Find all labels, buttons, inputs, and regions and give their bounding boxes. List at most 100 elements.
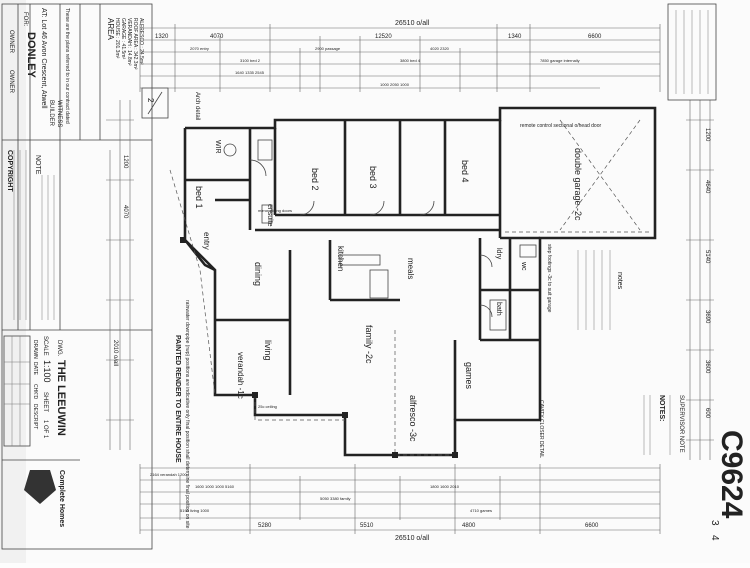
copyright-heading: COPYRIGHT bbox=[6, 150, 13, 192]
svg-text:5050 3380 family: 5050 3380 family bbox=[320, 496, 350, 501]
doors-and-fittings bbox=[223, 139, 537, 331]
area-heading: AREA bbox=[106, 18, 115, 40]
room-bed4: bed 4 bbox=[460, 160, 470, 183]
svg-text:2070 entry: 2070 entry bbox=[190, 46, 209, 51]
dwg-name: THE LEEUWIN bbox=[55, 360, 67, 436]
svg-text:1640 1335 2545: 1640 1335 2545 bbox=[235, 70, 265, 75]
cavity-closer-note: CAVITY CLOSER DETAIL bbox=[538, 400, 544, 458]
sheet-label: SHEET bbox=[42, 392, 48, 412]
supervisor-label: SUPERVISOR NOTE bbox=[678, 395, 684, 453]
bottom-dim-3: 4800 bbox=[462, 523, 476, 529]
right-notes-block: notes bbox=[577, 250, 623, 330]
notes-right-heading: notes bbox=[616, 272, 623, 290]
right-dim-4: 3690 bbox=[704, 310, 710, 324]
area-garage: GARAGE : 41.5m² bbox=[120, 18, 126, 59]
svg-text:2164 verandah 1200: 2164 verandah 1200 bbox=[150, 472, 187, 477]
builder-label: BUILDER bbox=[48, 100, 54, 127]
svg-text:1800 1600 2010: 1800 1600 2010 bbox=[430, 484, 460, 489]
revision-table bbox=[3, 335, 31, 447]
company-logo: Complete Homes bbox=[24, 470, 65, 527]
room-bed3: bed 3 bbox=[368, 166, 378, 189]
room-bed1: bed 1 bbox=[194, 186, 204, 209]
room-games: games bbox=[464, 362, 474, 390]
job-number-block: C9624 3 4 bbox=[709, 430, 748, 541]
room-wc: wc bbox=[520, 261, 527, 271]
title-block: OWNER OWNER FOR: DONLEY AT: Lot 46 Avon … bbox=[1, 3, 169, 550]
date-label: DATE bbox=[32, 362, 38, 376]
supervisor-notes: NOTES: SUPERVISOR NOTE bbox=[643, 395, 684, 455]
svg-text:2900 passage: 2900 passage bbox=[315, 46, 341, 51]
scale-value: 1:100 bbox=[42, 360, 52, 383]
room-living: living bbox=[263, 340, 273, 361]
room-verandah: verandah -1c bbox=[236, 352, 245, 399]
right-dim-1: 1200 bbox=[704, 128, 710, 142]
client-name: DONLEY bbox=[25, 32, 37, 79]
left-edge-shadow bbox=[0, 0, 26, 563]
room-dining: dining bbox=[253, 262, 263, 286]
rainwater-note: rainwater downpipe (rwp) positions are i… bbox=[184, 300, 190, 529]
area-alfresco: ALFRESCO : 24.5m² bbox=[138, 18, 144, 65]
top-dim-2: 4070 bbox=[210, 34, 224, 40]
svg-text:4020 2320: 4020 2320 bbox=[430, 46, 450, 51]
dwg-label: DWG. bbox=[56, 340, 62, 357]
room-kitchen: kitchen bbox=[336, 246, 345, 271]
svg-text:7850 garage internally: 7850 garage internally bbox=[540, 58, 580, 63]
painted-render-note: PAINTED RENDER TO ENTIRE HOUSE bbox=[174, 335, 181, 463]
witness-label: WITNESS bbox=[56, 100, 62, 127]
site-address: AT: Lot 46 Avon Crescent, Atwell bbox=[40, 8, 47, 109]
copyright-text-lines bbox=[13, 150, 55, 320]
top-dim-4: 1340 bbox=[508, 34, 522, 40]
bottom-dim-2: 5510 bbox=[360, 523, 374, 529]
bottom-dimension-chain: 26510 o/all 5280 5510 4800 6600 2164 ver… bbox=[139, 464, 661, 542]
job-number: C9624 bbox=[715, 430, 748, 519]
top-dim-3: 12520 bbox=[375, 34, 392, 40]
arch-detail-label: Arch detail bbox=[194, 92, 200, 120]
room-meals: meals bbox=[406, 258, 415, 279]
piers bbox=[180, 237, 458, 458]
notes-heading: NOTE bbox=[34, 155, 41, 175]
bottom-dim-4: 6600 bbox=[585, 523, 599, 529]
room-entry: entry bbox=[202, 232, 211, 250]
left-dim-2: 4070 bbox=[122, 205, 128, 219]
scale-label: SCALE bbox=[42, 336, 48, 356]
mirror-door-note: mirror sliding doors bbox=[258, 208, 292, 213]
sheet-value: 1 OF 1 bbox=[42, 420, 48, 439]
garage-door-note: remote control sectional o/head door bbox=[520, 123, 601, 129]
drawn-label: DRAWN bbox=[32, 340, 38, 359]
top-dim-5: 6600 bbox=[588, 34, 602, 40]
right-dim-5: 3600 bbox=[704, 360, 710, 374]
room-ensuite: ensuite bbox=[266, 204, 273, 227]
overall-bottom-dim: 26510 o/all bbox=[395, 535, 430, 542]
overall-top-dim: 26510 o/all bbox=[395, 20, 430, 27]
left-dim-3: 2010 o/all bbox=[112, 340, 118, 366]
ceiling-note: 25c ceiling bbox=[258, 404, 277, 409]
owner-label-2: OWNER bbox=[8, 70, 14, 94]
sheet-number-a: 3 bbox=[709, 520, 720, 526]
svg-text:1000 2050 1000: 1000 2050 1000 bbox=[380, 82, 410, 87]
top-dim-1: 1320 bbox=[155, 34, 169, 40]
area-house: HOUSE : 201.3m² bbox=[114, 18, 120, 59]
room-garage: double garage -2c bbox=[573, 148, 583, 221]
room-wir: WIR bbox=[214, 140, 221, 154]
svg-text:1600 1000 1000 5160: 1600 1000 1000 5160 bbox=[195, 484, 235, 489]
area-verandah: VERANDAH : 14.8m² bbox=[126, 18, 132, 66]
right-dimension-chain: 1200 4640 5140 3690 3600 600 bbox=[686, 100, 714, 460]
checked-label: CHK'D bbox=[32, 384, 38, 400]
plan-annotations: PAINTED RENDER TO ENTIRE HOUSE rainwater… bbox=[174, 3, 717, 529]
svg-text:3100 bed 2: 3100 bed 2 bbox=[240, 58, 261, 63]
svg-text:5190 living 1000: 5190 living 1000 bbox=[180, 508, 210, 513]
room-alfresco: alfresco -3c bbox=[408, 395, 418, 442]
step-footings-note: step footings -3c to suit garage bbox=[546, 244, 552, 313]
room-family: family -2c bbox=[364, 325, 374, 364]
client-prefix: FOR: bbox=[22, 12, 28, 27]
right-dim-2: 4640 bbox=[704, 180, 710, 194]
room-labels: bed 1 bed 2 bed 3 bed 4 double garage -2… bbox=[194, 92, 583, 442]
svg-text:4710 games: 4710 games bbox=[470, 508, 492, 513]
top-dim-small-figures: 2070 entry 3100 bed 2 2900 passage 3800 … bbox=[190, 46, 580, 87]
room-bath: bath bbox=[495, 302, 502, 316]
notes-label-right: NOTES: bbox=[658, 395, 665, 421]
contract-note: These are the plans referred to in our c… bbox=[64, 8, 70, 124]
room-bed2: bed 2 bbox=[310, 168, 320, 191]
